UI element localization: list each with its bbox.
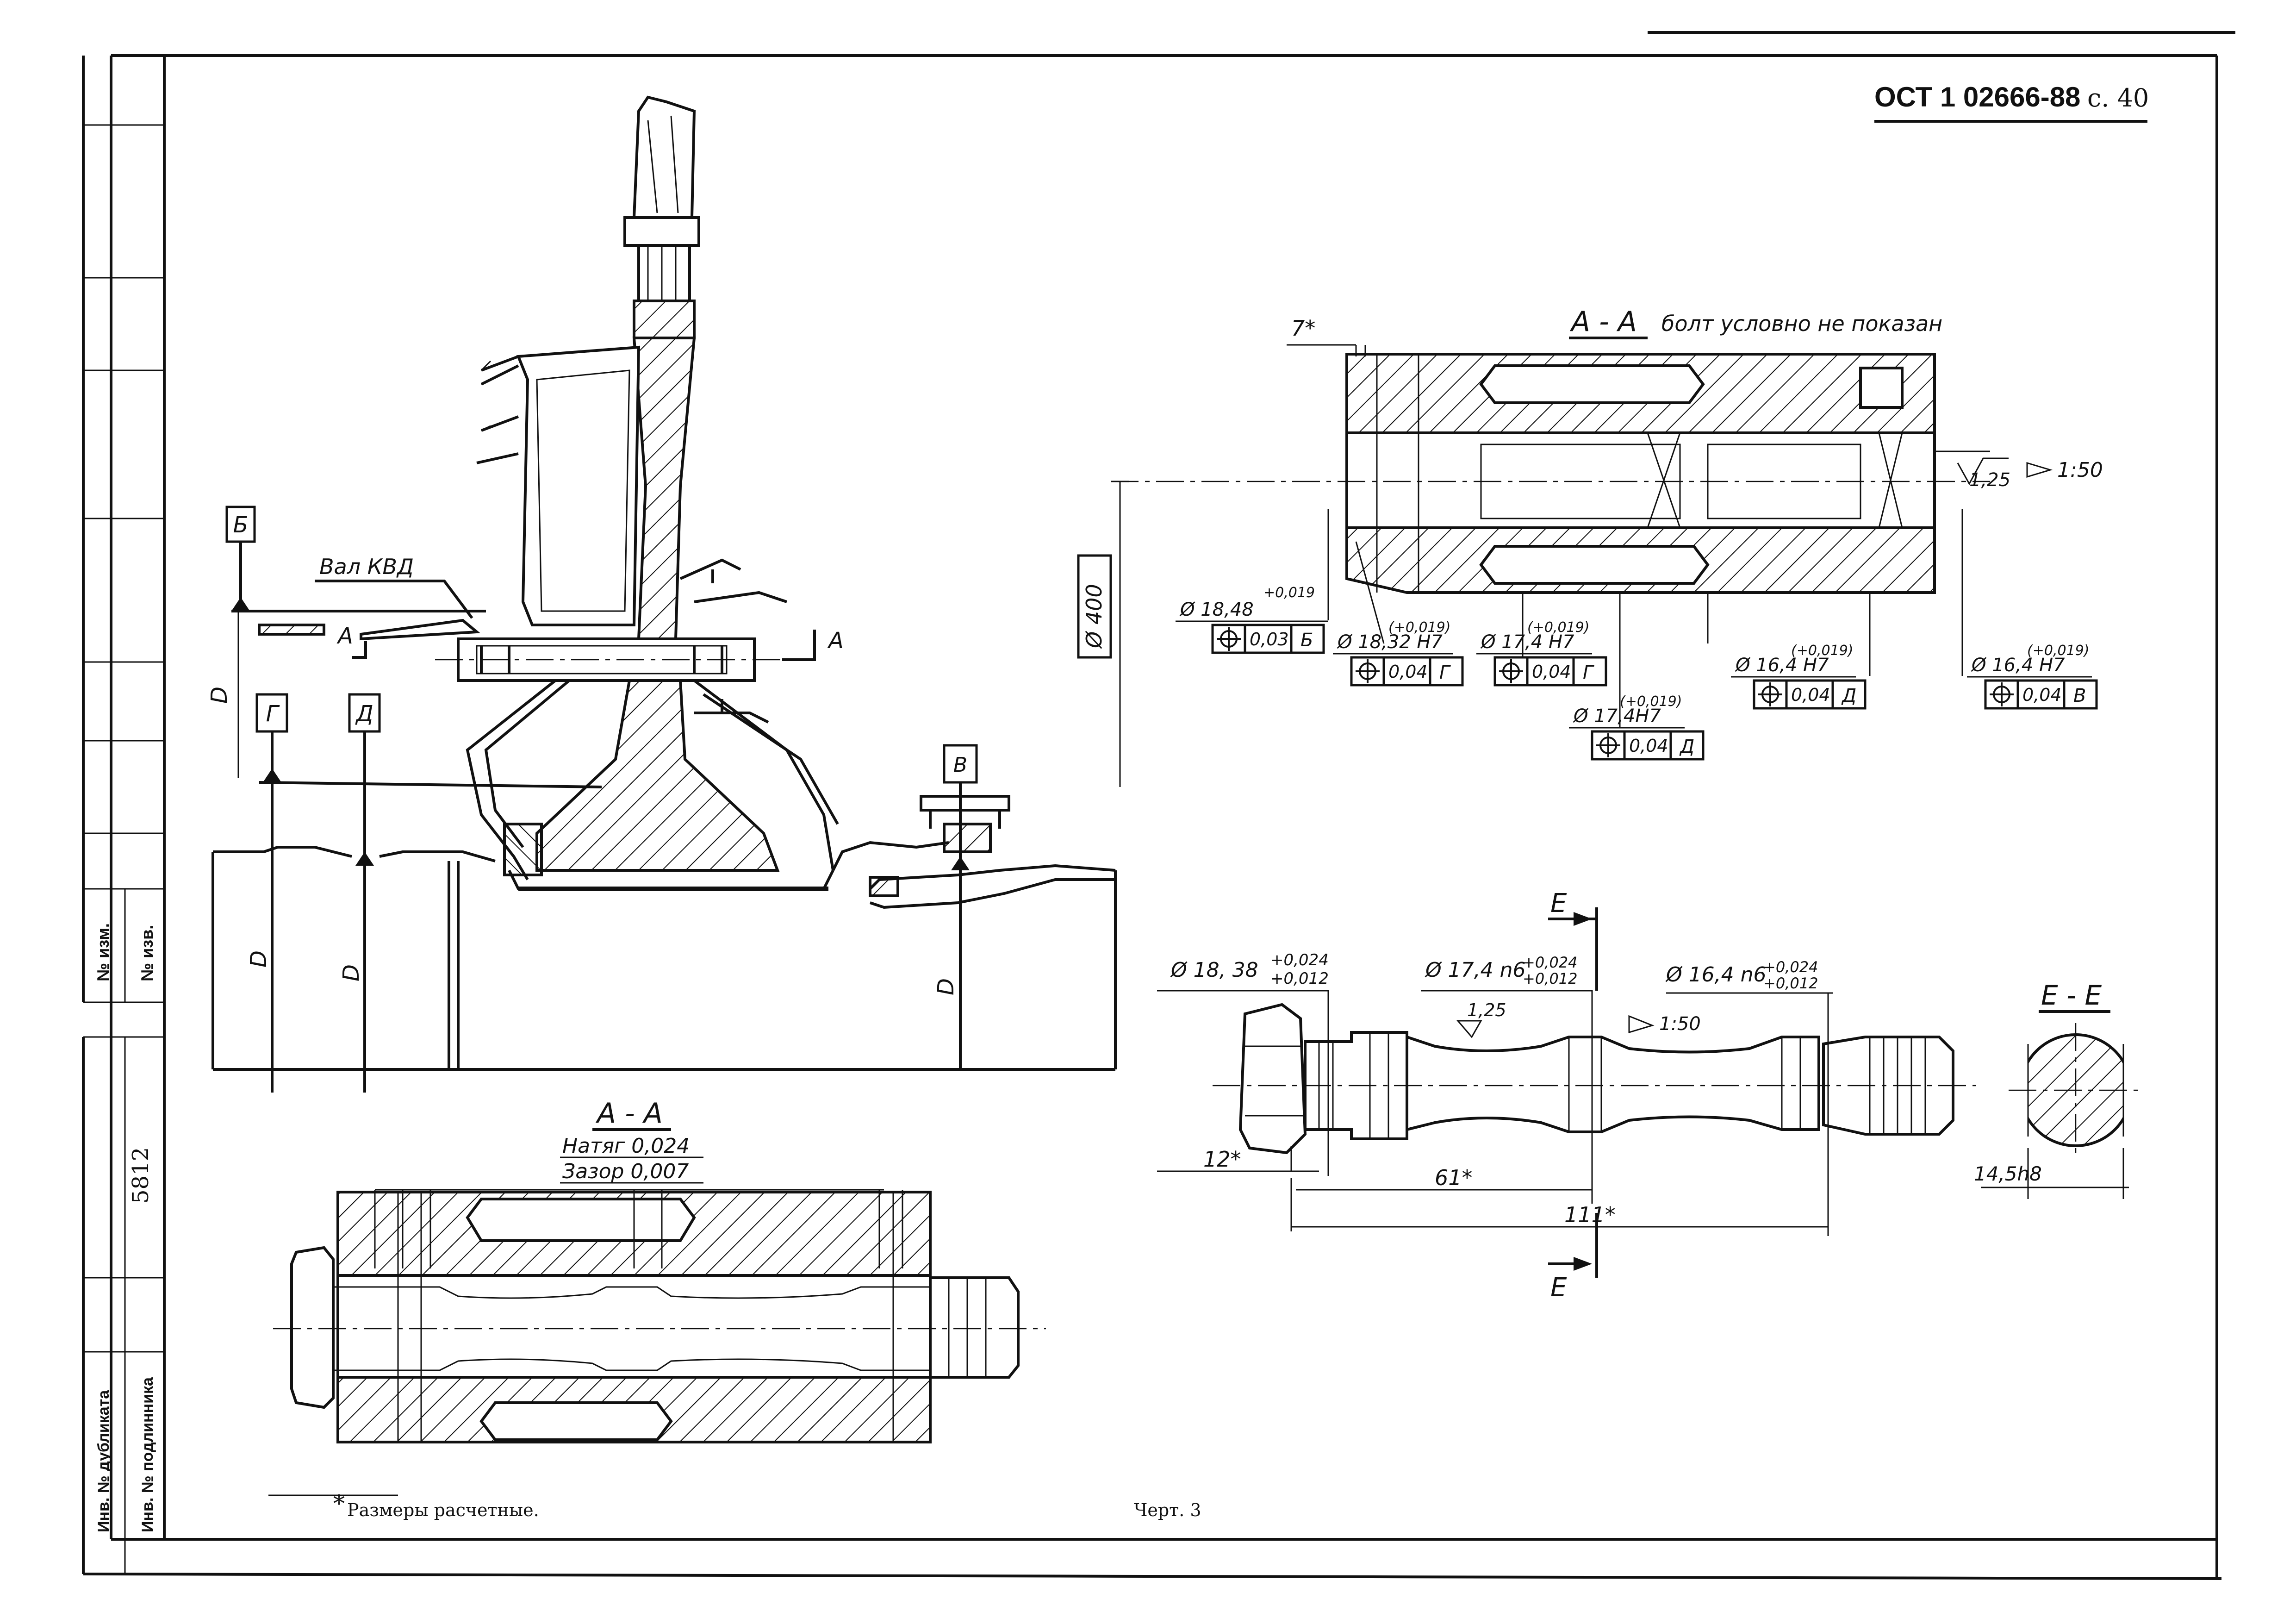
aa-dim-tol-4: (+0,019): [1791, 643, 1853, 659]
side-no-izv: № изв.: [137, 925, 156, 981]
bolt-view: Е Е Ø 18, 38 +0,024 +0,012 Ø 17,4 n6 +0,…: [1157, 888, 1976, 1303]
footer: * Размеры расчетные. Черт. 3: [268, 1490, 1201, 1520]
taper-top: 1:50: [2057, 458, 2103, 482]
fit-interference: Натяг 0,024: [562, 1134, 690, 1158]
aa-dim-tol-3: (+0,019): [1620, 693, 1682, 710]
side-no-izm: № изм.: [93, 923, 112, 981]
shaft-label: Вал КВД: [319, 554, 414, 579]
side-inv-dubl: Инв. № дубликата: [95, 1390, 112, 1532]
aa-pos-datum-5: В: [2073, 685, 2086, 706]
roughness-top: 1,25: [1969, 469, 2010, 491]
section-ee-flat: 14,5h8: [1974, 1162, 2042, 1185]
bolt-dim-61: 61*: [1435, 1165, 1473, 1190]
datum-d-label: Д: [355, 701, 373, 727]
doc-code: ОСТ 1 02666-88: [1874, 81, 2080, 112]
section-ee: Е - Е 14,5h8: [1974, 980, 2143, 1199]
aa-pos-datum-box-2: [1572, 656, 1607, 687]
section-aa-top: А - А болт условно не показан 7* Ø 400 1…: [1077, 306, 2103, 787]
bolt-taper: 1:50: [1659, 1013, 1701, 1035]
bolt-d3-up: +0,024: [1763, 958, 1818, 976]
aa-dim-tol-1: (+0,019): [1388, 619, 1450, 636]
datum-b-label: Б: [233, 512, 249, 538]
aa-dim-1: Ø 18,32 H7: [1337, 631, 1443, 653]
dia-d-1: D: [206, 687, 232, 704]
dia-400: Ø 400: [1082, 584, 1107, 649]
aa-pos-tol-3: 0,04: [1629, 736, 1668, 756]
header: ОСТ 1 02666-88 с. 40: [1874, 81, 2149, 123]
aa-pos-tol-4: 0,04: [1791, 685, 1830, 705]
aa-pos-tol-box-5: [2016, 679, 2066, 710]
section-aa-bottom: А - А Натяг 0,024 Зазор 0,007: [273, 1097, 1046, 1443]
aa-dim-tol-2: (+0,019): [1527, 619, 1589, 636]
section-a-right: А: [827, 628, 844, 654]
bolt-dim-12: 12*: [1203, 1147, 1241, 1172]
bolt-d2-lo: +0,012: [1523, 970, 1577, 987]
rotor-assembly-view: Б Вал КВД А А D Г Д D D В D: [206, 95, 1117, 1093]
bolt-roughness: 1,25: [1467, 1000, 1506, 1020]
bolt-d1: Ø 18, 38: [1170, 958, 1258, 982]
section-a-left: А: [336, 623, 353, 649]
side-inv-podl: Инв. № подлинника: [139, 1377, 156, 1532]
datum-g-label: Г: [266, 701, 280, 727]
bolt-d3: Ø 16,4 n6: [1665, 963, 1766, 987]
aa-dim-5: Ø 16,4 H7: [1971, 655, 2065, 676]
aa-pos-datum-0: Б: [1300, 630, 1313, 651]
bolt-d2: Ø 17,4 n6: [1425, 958, 1525, 982]
aa-dim-tol-5: (+0,019): [2027, 643, 2089, 659]
aa-pos-tol-0: 0,03: [1250, 629, 1289, 650]
aa-dim-4: Ø 16,4 H7: [1735, 655, 1829, 676]
bolt-d1-lo: +0,012: [1270, 969, 1329, 988]
cut-e-bottom: Е: [1550, 1273, 1567, 1303]
aa-pos-tol-1: 0,04: [1388, 662, 1428, 682]
dim-7: 7*: [1291, 316, 1315, 341]
aa-pos-tol-box-3: [1623, 730, 1672, 761]
bolt-dim-111: 111*: [1564, 1202, 1616, 1227]
dia-d-4: D: [933, 978, 959, 995]
section-ee-title: Е - Е: [2041, 980, 2102, 1011]
footnote-star: *: [333, 1490, 345, 1517]
aa-dim-2: Ø 17,4 H7: [1480, 631, 1574, 653]
aa-pos-datum-3: Д: [1679, 736, 1694, 757]
aa-pos-datum-4: Д: [1841, 685, 1856, 706]
aa-pos-datum-box-5: [2063, 679, 2098, 710]
aa-pos-tol-5: 0,04: [2022, 685, 2062, 705]
fit-clearance: Зазор 0,007: [562, 1160, 689, 1183]
aa-pos-datum-box-3: [1669, 730, 1705, 761]
aa-pos-datum-box-0: [1290, 624, 1325, 654]
drawing-caption: Черт. 3: [1134, 1500, 1201, 1520]
section-aa-top-note: болт условно не показан: [1661, 311, 1942, 336]
dia-d-2: D: [246, 950, 272, 968]
side-number: 5812: [128, 1147, 154, 1204]
side-table: № изм. № изв. 5812 Инв. № дубликата Инв.…: [82, 56, 164, 1574]
aa-pos-datum-box-4: [1831, 679, 1867, 710]
aa-dim-0: Ø 18,48: [1179, 599, 1254, 620]
dia-d-3: D: [338, 964, 364, 981]
aa-dim-3: Ø 17,4H7: [1573, 706, 1661, 727]
footnote-text: Размеры расчетные.: [347, 1500, 539, 1520]
cut-e-top: Е: [1550, 888, 1567, 918]
datum-v-label: В: [953, 753, 967, 777]
aa-pos-tol-2: 0,04: [1532, 662, 1571, 682]
bolt-d1-up: +0,024: [1270, 951, 1329, 969]
bolt-d3-lo: +0,012: [1763, 974, 1818, 992]
section-aa-bottom-title: А - А: [595, 1097, 663, 1130]
aa-pos-datum-box-1: [1429, 656, 1464, 687]
drawing-frame: [83, 31, 2235, 1580]
aa-pos-datum-2: Г: [1583, 662, 1594, 683]
section-aa-top-title: А - А: [1569, 306, 1637, 338]
aa-dim-tol-0: +0,019: [1263, 585, 1315, 601]
page-number: с. 40: [2087, 83, 2149, 112]
bolt-d2-up: +0,024: [1523, 954, 1577, 971]
aa-pos-tol-box-0: [1244, 624, 1293, 654]
aa-pos-datum-1: Г: [1439, 662, 1451, 683]
